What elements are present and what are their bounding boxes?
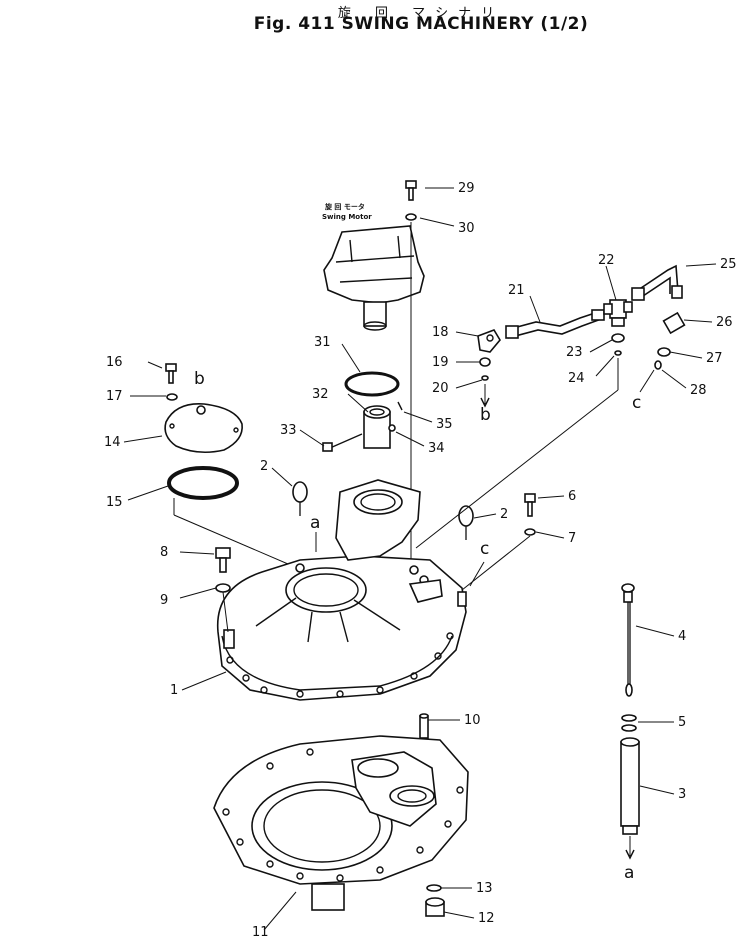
bolt-6 [524,493,536,517]
callout-20: 20 [432,381,449,396]
callout-9: 9 [160,593,168,608]
callout-15: 15 [106,495,123,510]
callout-11: 11 [252,925,269,937]
callout-29: 29 [458,181,475,196]
callout-7: 7 [568,531,576,546]
callout-13: 13 [476,881,493,896]
washer-7 [524,528,536,536]
callout-8: 8 [160,545,168,560]
swing-motor [323,225,425,331]
callout-30: 30 [458,221,475,236]
leader-28 [639,369,655,393]
nut-19 [479,357,491,367]
ring-24 [614,350,622,356]
figure-title: Fig. 411 SWING MACHINERY (1/2) [253,14,589,34]
callout-22: 22 [598,253,615,268]
o-ring-31 [344,371,400,397]
o-rings-5 [621,714,637,732]
leader-bolt-8 [222,591,229,633]
washer-17 [166,393,178,401]
nut-23 [611,333,625,343]
callout-35: 35 [436,417,453,432]
ring-20 [481,375,489,381]
leader-c-right [469,561,485,587]
ring-28 [654,360,662,370]
callout-leaders [123,187,717,931]
dowel-pin-10 [419,713,429,739]
callout-16: 16 [106,355,123,370]
figure-title-jp: 旋 回 マシナリ [337,6,505,21]
connector-a-top: a [310,513,320,533]
pin-35 [397,401,403,411]
connector-b-bottom: b [480,405,491,425]
callout-12: 12 [478,911,495,926]
callout-10: 10 [464,713,481,728]
callout-18: 18 [432,325,449,340]
callout-2-left: 2 [260,459,268,474]
callout-17: 17 [106,389,123,404]
adapter-26 [662,311,686,335]
callout-23: 23 [566,345,583,360]
o-ring-13 [426,884,442,892]
callout-1: 1 [170,683,178,698]
pin-34 [388,424,396,432]
connector-c-right: c [632,393,641,413]
bolt-33 [322,433,363,452]
callout-5: 5 [678,715,686,730]
callout-25: 25 [720,257,737,272]
callout-4: 4 [678,629,686,644]
dipstick-4 [621,583,635,697]
callout-19: 19 [432,355,449,370]
gauge-pipe-3 [620,737,640,835]
tee-22 [603,299,633,327]
eye-bolt-2-left [292,481,308,516]
eye-bolt-2-right [458,505,474,540]
cover-14 [164,403,243,454]
o-ring-15 [167,466,239,500]
swing-motor-label: Swing Motor [322,213,372,221]
washer-30 [405,213,417,221]
callout-28: 28 [690,383,707,398]
callout-24: 24 [568,371,585,386]
bolt-16 [165,363,177,384]
callout-33: 33 [280,423,297,438]
callout-6: 6 [568,489,576,504]
connector-c-left: c [480,539,489,559]
elbow-18 [477,329,501,353]
leader-cover-b [173,514,303,571]
upper-housing-1 [216,479,467,701]
callout-27: 27 [706,351,723,366]
swing-motor-jp-label: 旋 回 モータ [324,202,365,211]
callout-26: 26 [716,315,733,330]
callout-34: 34 [428,441,445,456]
callout-3: 3 [678,787,686,802]
pipe-25 [631,264,683,301]
washer-9 [215,583,231,593]
connector-b-top: b [194,369,205,389]
callout-21: 21 [508,283,525,298]
callout-14: 14 [104,435,121,450]
leader-tee-to-housing [415,389,619,549]
callout-2-right: 2 [500,507,508,522]
bolt-8 [215,547,231,573]
callout-31: 31 [314,335,331,350]
arrow-b-head [480,397,490,408]
lower-housing-11 [213,735,469,911]
callout-32: 32 [312,387,329,402]
pipe-21 [505,309,605,339]
arrow-a-head [625,849,635,860]
plug-12 [425,897,445,917]
connector-a-bottom: a [624,863,634,883]
sleeve-32 [363,405,391,449]
nut-27 [657,347,671,357]
bolt-29 [405,180,417,201]
